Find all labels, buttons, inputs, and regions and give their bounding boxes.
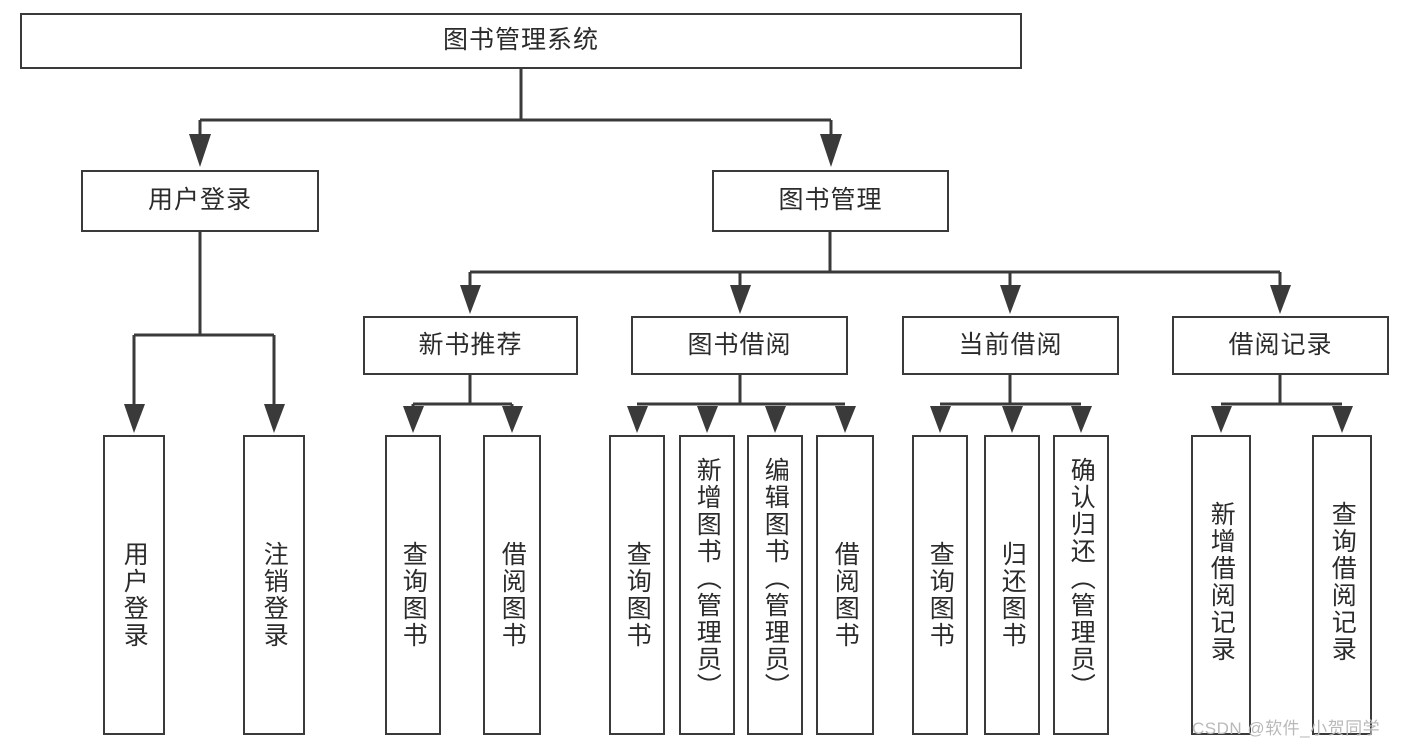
node-new-book-recommend[interactable]: 新书推荐	[363, 316, 578, 375]
leaf-query-borrow-record-label: 查询借阅记录	[1328, 501, 1357, 663]
root-to-level2-connectors	[198, 69, 833, 137]
borrow-leaf-connectors	[637, 375, 845, 406]
leaf-confirm-return-admin[interactable]: 确认归还（管理员）	[1053, 435, 1109, 735]
watermark: CSDN @软件_小贺同学	[1192, 719, 1381, 738]
node-book-borrow-label: 图书借阅	[687, 330, 792, 359]
node-current-borrow[interactable]: 当前借阅	[902, 316, 1119, 375]
node-user-login-label: 用户登录	[147, 186, 252, 215]
node-new-book-recommend-label: 新书推荐	[418, 330, 523, 359]
leaf-borrow-book[interactable]: 借阅图书	[816, 435, 874, 735]
leaf-query-book-borrow[interactable]: 查询图书	[609, 435, 665, 735]
leaf-borrow-book-recommend-label: 借阅图书	[498, 541, 527, 649]
node-root-label: 图书管理系统	[442, 26, 599, 55]
borrow-arrowheads	[627, 406, 856, 433]
leaf-query-book-current-label: 查询图书	[926, 541, 955, 649]
leaf-add-borrow-record-label: 新增借阅记录	[1207, 501, 1236, 663]
user-login-arrowheads	[124, 404, 285, 433]
current-leaf-connectors	[940, 375, 1081, 406]
node-user-login[interactable]: 用户登录	[81, 170, 319, 232]
leaf-query-book-current[interactable]: 查询图书	[912, 435, 968, 735]
current-arrowheads	[930, 406, 1092, 433]
newbook-leaf-connectors	[411, 375, 514, 410]
user-login-leaf-connectors	[132, 232, 276, 408]
leaf-query-book-borrow-label: 查询图书	[623, 541, 652, 649]
node-current-borrow-label: 当前借阅	[958, 330, 1063, 359]
leaf-add-borrow-record[interactable]: 新增借阅记录	[1191, 435, 1251, 735]
leaf-user-login-label: 用户登录	[120, 541, 149, 649]
newbook-arrowheads	[403, 406, 523, 433]
leaf-edit-book-admin-label: 编辑图书（管理员）	[761, 457, 790, 700]
leaf-borrow-book-label: 借阅图书	[831, 541, 860, 649]
leaf-borrow-book-recommend[interactable]: 借阅图书	[483, 435, 541, 735]
node-book-management-label: 图书管理	[778, 186, 883, 215]
leaf-add-book-admin[interactable]: 新增图书（管理员）	[679, 435, 735, 735]
leaf-query-book-recommend-label: 查询图书	[399, 541, 428, 649]
leaf-return-book[interactable]: 归还图书	[984, 435, 1040, 735]
record-arrowheads	[1211, 406, 1353, 433]
level3-arrowheads	[460, 285, 1291, 314]
node-book-borrow[interactable]: 图书借阅	[631, 316, 848, 375]
node-borrow-record-label: 借阅记录	[1228, 330, 1333, 359]
leaf-query-book-recommend[interactable]: 查询图书	[385, 435, 441, 735]
leaf-edit-book-admin[interactable]: 编辑图书（管理员）	[747, 435, 803, 735]
leaf-logout-label: 注销登录	[260, 541, 289, 649]
leaf-query-borrow-record[interactable]: 查询借阅记录	[1312, 435, 1372, 735]
node-borrow-record[interactable]: 借阅记录	[1172, 316, 1389, 375]
leaf-return-book-label: 归还图书	[998, 541, 1027, 649]
node-root[interactable]: 图书管理系统	[20, 13, 1022, 69]
record-leaf-connectors	[1221, 375, 1342, 406]
leaf-confirm-return-admin-label: 确认归还（管理员）	[1067, 457, 1096, 700]
booksys-to-level3-connectors	[468, 232, 1282, 288]
leaf-logout[interactable]: 注销登录	[243, 435, 305, 735]
leaf-user-login[interactable]: 用户登录	[103, 435, 165, 735]
leaf-add-book-admin-label: 新增图书（管理员）	[693, 457, 722, 700]
node-book-management[interactable]: 图书管理	[712, 170, 949, 232]
level2-arrowheads	[189, 134, 842, 167]
